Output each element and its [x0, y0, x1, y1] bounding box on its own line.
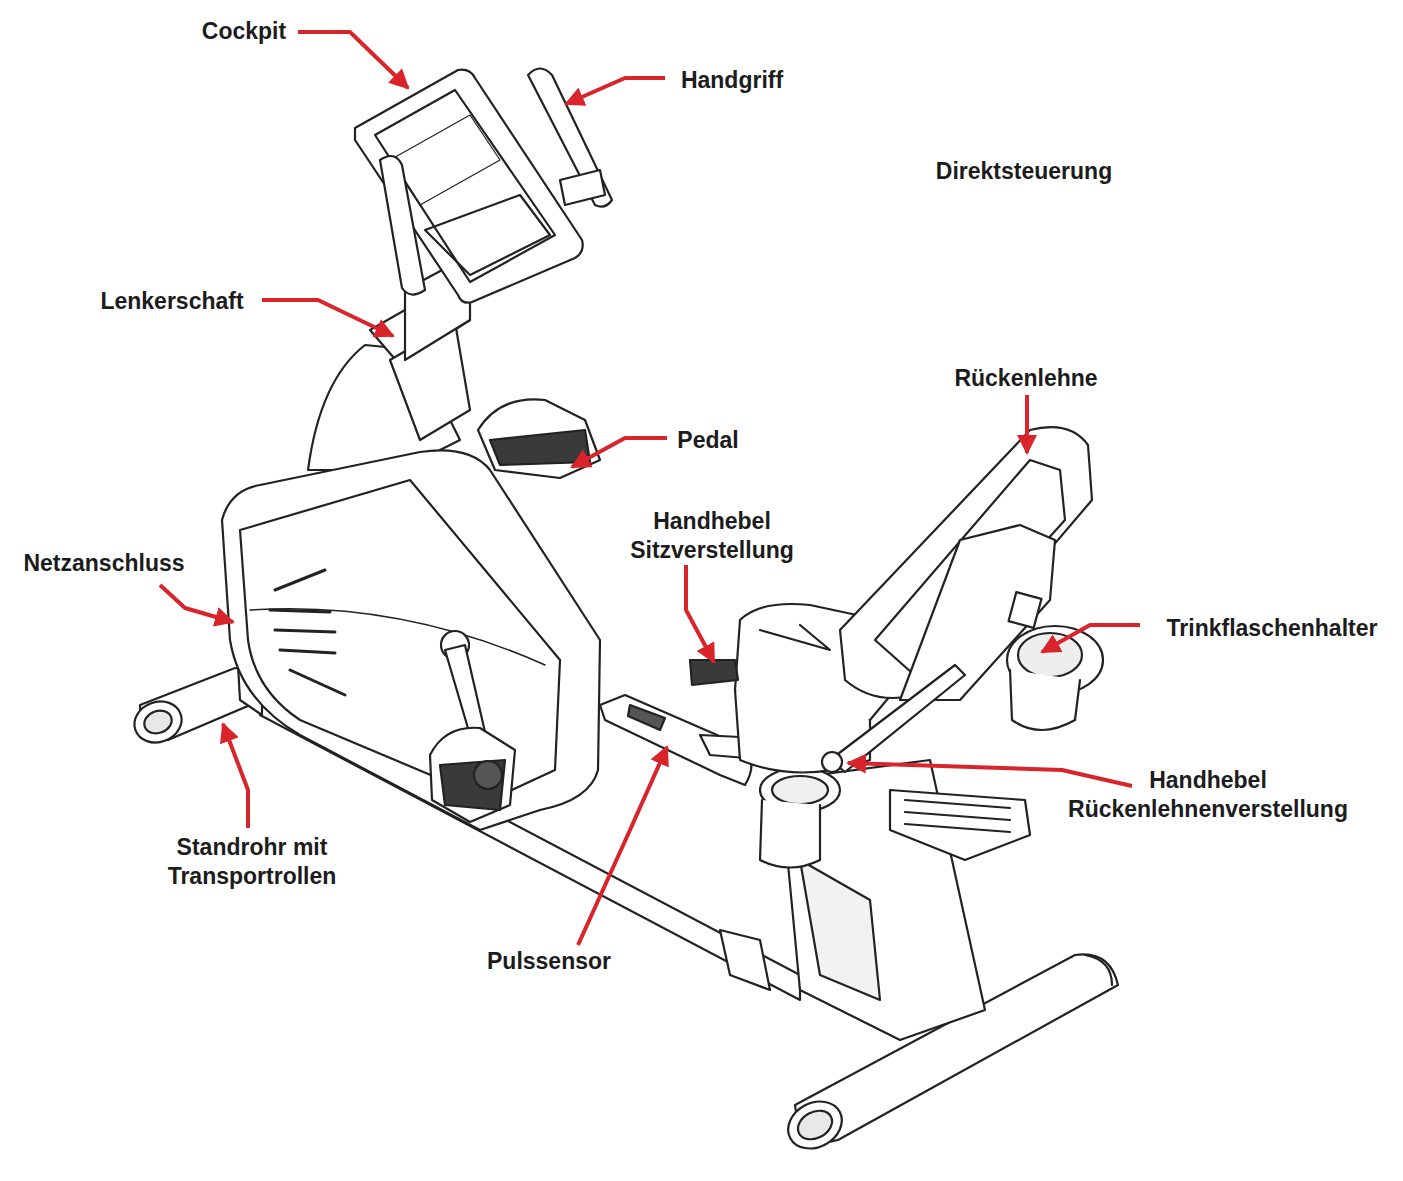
flywheel-housing-part	[250, 609, 545, 665]
bottle-holder	[1007, 626, 1103, 730]
part-label: Pedal	[677, 426, 738, 455]
leader-line-part	[566, 78, 665, 104]
base-rail-part	[720, 930, 770, 990]
cockpit-console-part	[425, 195, 550, 275]
leader-line-part	[262, 300, 393, 336]
flywheel-housing-part	[445, 645, 485, 735]
leader-line-part	[160, 585, 233, 622]
backrest-part	[830, 665, 965, 772]
part-label: Cockpit	[202, 17, 286, 46]
bottle-holder-part	[1010, 670, 1080, 730]
part-label: Direktsteuerung	[936, 157, 1112, 186]
part-label: Handhebel Sitzverstellung	[610, 507, 815, 565]
backrest	[822, 427, 1092, 772]
rear-stabilizer-part	[1085, 955, 1112, 985]
part-label: Handhebel Rückenlehnenverstellung	[1036, 766, 1381, 824]
pulse-grip-part	[628, 705, 665, 730]
seat-part	[690, 660, 738, 685]
leader-line-part	[1025, 395, 1029, 453]
pedal-part	[490, 430, 590, 465]
leader-line-part	[1042, 625, 1140, 652]
front-stabilizer-part	[129, 695, 188, 749]
handgrip-part	[560, 170, 605, 205]
pulse-grip-part	[760, 800, 820, 868]
leader-line-part	[848, 763, 1132, 786]
part-label: Netzanschluss	[23, 549, 184, 578]
part-label: Standrohr mit Transportrollen	[145, 833, 360, 891]
pedal-part	[474, 761, 502, 789]
seat-frame-part	[890, 790, 1030, 860]
mast	[308, 255, 470, 470]
pulse-grip-part	[772, 776, 828, 804]
seat-frame-part	[800, 860, 880, 1000]
flywheel-housing-part	[270, 570, 345, 695]
rear-stabilizer-part	[793, 1105, 837, 1145]
leader-line	[160, 32, 1140, 945]
seat-part	[760, 625, 830, 650]
rear-stabilizer-part	[780, 1092, 850, 1157]
front-stabilizer-part	[141, 707, 175, 737]
leader-line-part	[578, 747, 667, 945]
leader-line-part	[572, 438, 667, 467]
pedal-part	[478, 399, 600, 478]
pedal-part	[430, 728, 515, 822]
bottle-holder-part	[1018, 633, 1082, 677]
leader-line-part	[298, 32, 408, 88]
leader-line-part	[686, 565, 714, 662]
part-label: Handgriff	[681, 66, 783, 95]
handgrip-part	[380, 156, 425, 295]
part-label: Pulssensor	[487, 947, 611, 976]
part-label: Trinkflaschenhalter	[1167, 614, 1378, 643]
part-label: Lenkerschaft	[100, 287, 243, 316]
seat-frame-part	[905, 800, 1010, 832]
flywheel-housing-part	[222, 450, 600, 830]
pedal-part	[440, 760, 505, 810]
handgrip	[380, 69, 612, 295]
part-label: Rückenlehne	[954, 364, 1097, 393]
backrest-part	[1009, 592, 1042, 628]
backrest-part	[822, 752, 842, 772]
pedal	[430, 399, 600, 822]
leader-line-part	[223, 724, 248, 828]
flywheel-housing	[222, 450, 600, 830]
